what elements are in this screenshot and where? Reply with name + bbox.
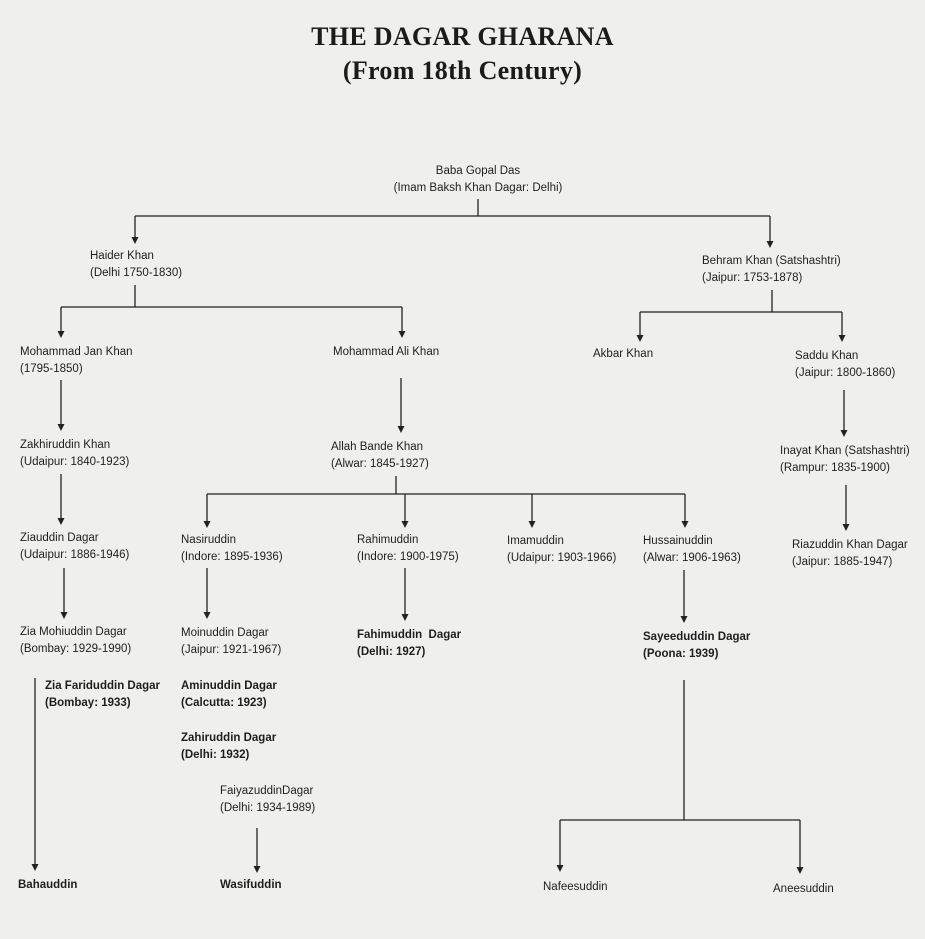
arrowhead-icon [842, 524, 850, 531]
node-riazuddin-khan-dagar: Riazuddin Khan Dagar(Jaipur: 1885-1947) [792, 539, 908, 568]
node-bahauddin: Bahauddin [18, 879, 78, 891]
node-saddu-khan: Saddu Khan(Jaipur: 1800-1860) [795, 350, 896, 379]
diagram-subtitle: (From 18th Century) [342, 56, 583, 85]
arrowhead-icon [401, 521, 409, 528]
arrowhead-icon [680, 616, 688, 623]
node-moinuddin-dagar: Moinuddin Dagar(Jaipur: 1921-1967) [181, 627, 282, 656]
diagram-title: THE DAGAR GHARANA [311, 22, 614, 51]
arrowhead-icon [253, 866, 261, 873]
arrowhead-icon [57, 424, 65, 431]
node-hussainuddin: Hussainuddin(Alwar: 1906-1963) [643, 535, 741, 564]
arrowhead-icon [766, 241, 774, 248]
node-haider-khan: Haider Khan(Delhi 1750-1830) [90, 250, 183, 279]
node-mohammad-ali-khan: Mohammad Ali Khan [333, 346, 440, 358]
node-mohammad-jan-khan: Mohammad Jan Khan(1795-1850) [20, 346, 133, 375]
node-ziauddin-dagar: Ziauddin Dagar(Udaipur: 1886-1946) [20, 532, 130, 561]
arrowhead-icon [57, 518, 65, 525]
node-behram-khan: Behram Khan (Satshashtri)(Jaipur: 1753-1… [702, 255, 841, 284]
arrowhead-icon [31, 864, 39, 871]
node-aneesuddin: Aneesuddin [773, 883, 834, 895]
node-sayeeduddin-dagar: Sayeeduddin Dagar(Poona: 1939) [643, 631, 751, 660]
node-rahimuddin: Rahimuddin(Indore: 1900-1975) [357, 534, 459, 563]
arrowhead-icon [203, 521, 211, 528]
node-zia-mohiuddin-dagar: Zia Mohiuddin Dagar(Bombay: 1929-1990) [20, 626, 132, 655]
node-nasiruddin: Nasiruddin(Indore: 1895-1936) [181, 534, 283, 563]
node-wasifuddin: Wasifuddin [220, 879, 282, 891]
arrowhead-icon [57, 331, 65, 338]
node-baba-gopal-das: Baba Gopal Das(Imam Baksh Khan Dagar: De… [393, 165, 563, 194]
arrowhead-icon [840, 430, 848, 437]
arrowhead-icon [203, 612, 211, 619]
node-zakhiruddin-khan: Zakhiruddin Khan(Udaipur: 1840-1923) [20, 439, 130, 468]
arrowhead-icon [131, 237, 139, 244]
arrowhead-icon [681, 521, 689, 528]
node-zahiruddin-dagar: Zahiruddin Dagar(Delhi: 1932) [181, 732, 277, 761]
arrowhead-icon [401, 614, 409, 621]
arrowhead-icon [398, 331, 406, 338]
arrowhead-icon [60, 612, 68, 619]
arrowhead-icon [397, 426, 405, 433]
arrowhead-icon [838, 335, 846, 342]
node-akbar-khan: Akbar Khan [593, 348, 654, 360]
arrowhead-icon [636, 335, 644, 342]
node-faiyazuddin-dagar: FaiyazuddinDagar(Delhi: 1934-1989) [220, 785, 316, 814]
arrowhead-icon [796, 867, 804, 874]
node-imamuddin: Imamuddin(Udaipur: 1903-1966) [507, 535, 617, 564]
node-nafeesuddin: Nafeesuddin [543, 881, 608, 893]
node-inayat-khan: Inayat Khan (Satshashtri)(Rampur: 1835-1… [780, 445, 910, 474]
arrowhead-icon [528, 521, 536, 528]
node-fahimuddin-dagar: Fahimuddin Dagar(Delhi: 1927) [357, 629, 462, 658]
arrowhead-icon [556, 865, 564, 872]
node-aminuddin-dagar: Aminuddin Dagar(Calcutta: 1923) [181, 680, 277, 709]
node-zia-fariduddin-dagar: Zia Fariduddin Dagar(Bombay: 1933) [45, 680, 161, 709]
node-allah-bande-khan: Allah Bande Khan(Alwar: 1845-1927) [331, 441, 429, 470]
